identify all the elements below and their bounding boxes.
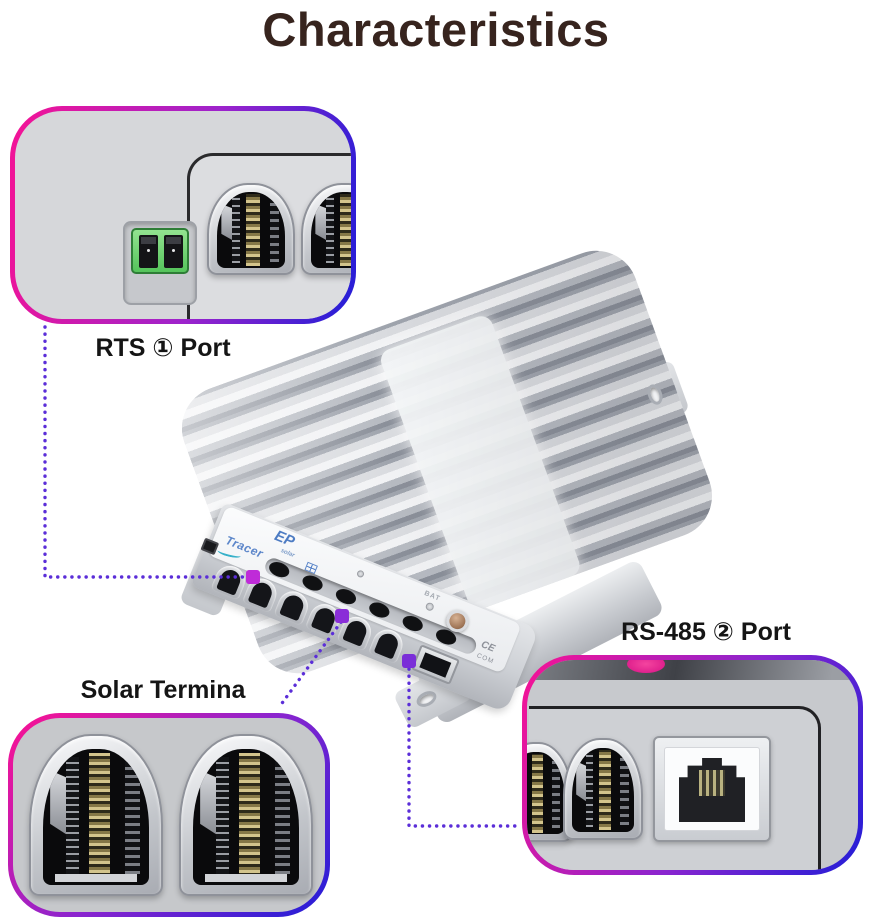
rts-socket: [139, 235, 158, 268]
rts-port-closeup: [15, 111, 351, 319]
solar-terminal-closeup: [13, 718, 325, 912]
bat-label: BAT: [423, 589, 442, 603]
solar-terminal-label: Solar Termina: [80, 676, 246, 704]
page-title: Characteristics: [262, 3, 610, 56]
rj45-socket: [679, 758, 745, 822]
screw-terminal-port: [563, 738, 643, 840]
ce-mark: CE: [479, 639, 497, 655]
screw-terminal-port: [179, 734, 313, 896]
rts-port-label: RTS ① Port: [95, 334, 231, 362]
rs485-port-closeup: [527, 660, 858, 870]
device-edge-band: [527, 660, 858, 680]
rts-socket: [164, 235, 183, 268]
screw-terminal-port: [207, 183, 295, 275]
screw-terminal-port: [29, 734, 163, 896]
callout-rs485-port: [522, 655, 863, 875]
battery-led: [424, 601, 435, 612]
device-label-sticker: [377, 312, 583, 613]
callout-rts-port: [10, 106, 356, 324]
rts-green-connector: [131, 228, 189, 274]
rj45-face: [664, 747, 760, 831]
status-led: [355, 569, 366, 579]
rs485-port-label: RS-485 ② Port: [621, 618, 791, 646]
callout-solar-terminal: [8, 713, 330, 917]
rs485-rj45-port: [653, 736, 771, 842]
port-marker-zoomed-icon: [627, 660, 665, 673]
